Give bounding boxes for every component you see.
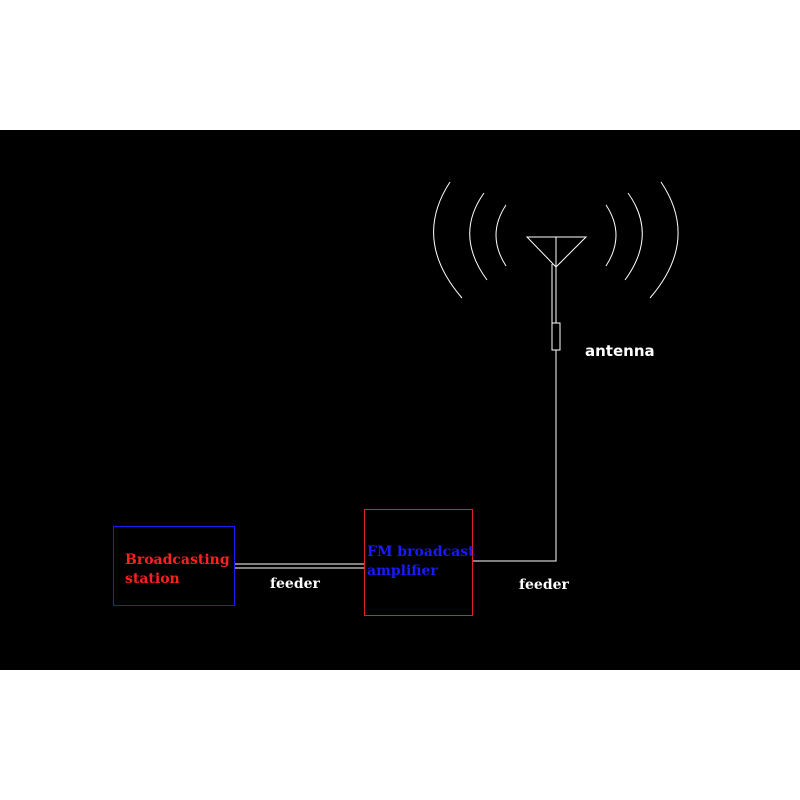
feeder-line-right bbox=[473, 350, 557, 562]
feeder-label-right: feeder bbox=[519, 577, 569, 593]
station-label-line-2: station bbox=[125, 571, 180, 587]
wave-arc-right-middle bbox=[624, 192, 643, 281]
wave-arc-left-inner bbox=[495, 204, 507, 267]
connection-lines bbox=[235, 181, 679, 569]
amp-label-line-1: FM broadcast bbox=[367, 544, 475, 560]
amp-label-line-2: amplifier bbox=[367, 563, 438, 579]
wave-arc-right-inner bbox=[605, 204, 617, 267]
antenna-label: antenna bbox=[585, 342, 655, 360]
wave-arc-left-outer bbox=[433, 181, 463, 299]
fm-amplifier-label: FM broadcast amplifier bbox=[367, 543, 475, 581]
broadcasting-station-label: Broadcasting station bbox=[125, 551, 230, 589]
wave-arc-left-middle bbox=[469, 192, 488, 281]
feeder-label-left: feeder bbox=[270, 576, 320, 592]
fm-amplifier-box bbox=[364, 509, 473, 616]
wave-arc-right-outer bbox=[649, 181, 679, 299]
station-label-line-1: Broadcasting bbox=[125, 552, 230, 568]
diagram-canvas: Broadcasting station FM broadcast amplif… bbox=[0, 130, 800, 670]
antenna-connector bbox=[551, 322, 561, 351]
antenna-element bbox=[525, 236, 588, 268]
broadcasting-station-box bbox=[113, 526, 235, 606]
